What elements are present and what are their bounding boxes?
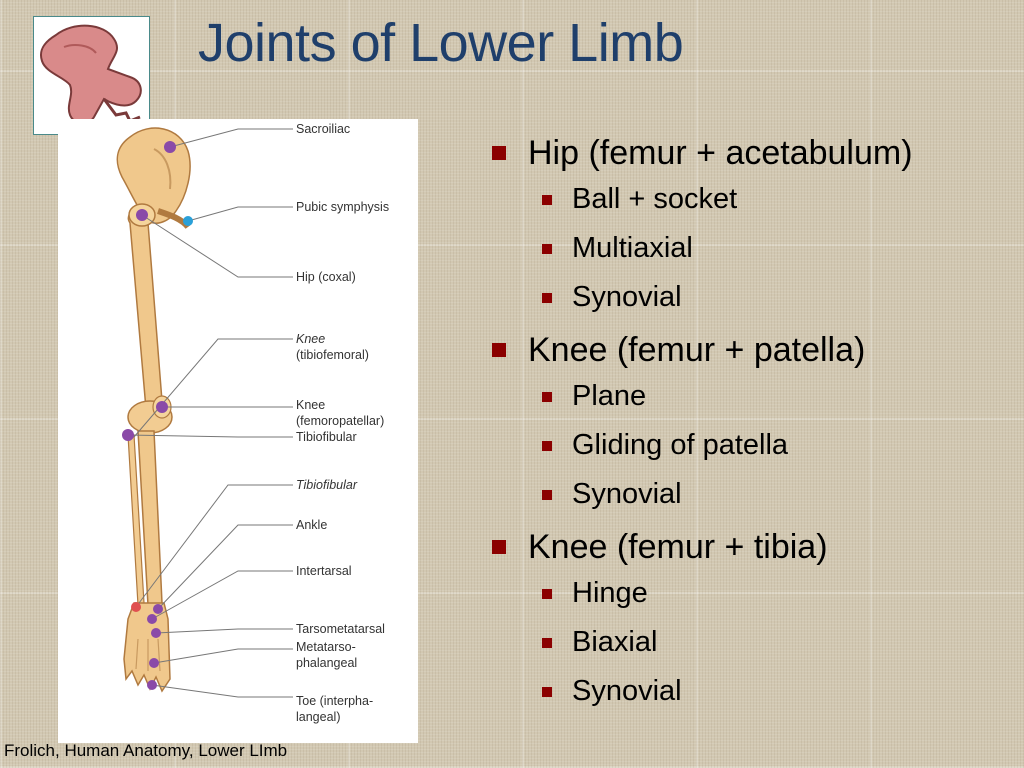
sub-bullet: Hinge <box>490 576 1010 610</box>
square-bullet-icon <box>542 638 552 648</box>
square-bullet-icon <box>492 343 506 357</box>
square-bullet-icon <box>542 195 552 205</box>
bullet-knee-tibia: Knee (femur + tibia) <box>490 526 1010 568</box>
sub-bullet: Plane <box>490 379 1010 413</box>
square-bullet-icon <box>542 244 552 254</box>
slide-title: Joints of Lower Limb <box>198 13 684 73</box>
square-bullet-icon <box>492 146 506 160</box>
sub-bullet-text: Synovial <box>572 281 682 313</box>
sub-bullet-text: Hinge <box>572 577 648 609</box>
joint-markers <box>122 141 193 690</box>
bullet-list: Hip (femur + acetabulum) Ball + socket M… <box>490 132 1010 723</box>
sub-bullet: Synovial <box>490 674 1010 708</box>
square-bullet-icon <box>492 540 506 554</box>
sub-bullet: Multiaxial <box>490 231 1010 265</box>
square-bullet-icon <box>542 589 552 599</box>
sub-bullet: Synovial <box>490 280 1010 314</box>
label-metatarsophalangeal: Metatarso- <box>296 640 356 654</box>
label-knee-tibiofemoral-line2: (tibiofemoral) <box>296 348 369 362</box>
square-bullet-icon <box>542 392 552 402</box>
sub-bullet: Synovial <box>490 477 1010 511</box>
bullet-text: Knee (femur + patella) <box>528 331 866 369</box>
label-knee-femoropatellar-line2: (femoropatellar) <box>296 414 384 428</box>
figure-caption: Frolich, Human Anatomy, Lower LImb <box>4 741 288 760</box>
sub-bullet: Biaxial <box>490 625 1010 659</box>
label-tarsometatarsal: Tarsometatarsal <box>296 622 385 636</box>
sub-bullet-text: Plane <box>572 380 647 412</box>
label-intertarsal: Intertarsal <box>296 564 352 578</box>
sub-bullet: Ball + socket <box>490 182 1010 216</box>
bullet-text: Knee (femur + tibia) <box>528 528 828 566</box>
lower-limb-joints-figure: Sacroiliac Pubic symphysis Hip (coxal) K… <box>58 119 418 743</box>
label-knee-tibiofemoral: Knee <box>296 332 325 346</box>
label-tibiofibular-proximal: Tibiofibular <box>296 430 357 444</box>
bullet-knee-patella: Knee (femur + patella) <box>490 329 1010 371</box>
logo-bone-icon <box>33 16 150 135</box>
bullet-hip: Hip (femur + acetabulum) <box>490 132 1010 174</box>
label-hip-coxal: Hip (coxal) <box>296 270 356 284</box>
sub-bullet-text: Synovial <box>572 478 682 510</box>
figure-labels: Sacroiliac Pubic symphysis Hip (coxal) K… <box>296 122 389 724</box>
label-tibiofibular-distal: Tibiofibular <box>296 478 358 492</box>
sub-bullet-text: Multiaxial <box>572 232 693 264</box>
skeleton-illustration <box>116 127 191 693</box>
label-ankle: Ankle <box>296 518 327 532</box>
label-toe-interphalangeal-line2: langeal) <box>296 710 340 724</box>
sub-bullet-text: Ball + socket <box>572 183 738 215</box>
label-pubic-symphysis: Pubic symphysis <box>296 200 389 214</box>
label-knee-femoropatellar: Knee <box>296 398 325 412</box>
bullet-text: Hip (femur + acetabulum) <box>528 134 913 172</box>
square-bullet-icon <box>542 293 552 303</box>
sub-bullet-text: Synovial <box>572 675 682 707</box>
label-toe-interphalangeal: Toe (interpha- <box>296 694 373 708</box>
sub-bullet-text: Gliding of patella <box>572 429 789 461</box>
sub-bullet: Gliding of patella <box>490 428 1010 462</box>
sub-bullet-text: Biaxial <box>572 626 658 658</box>
square-bullet-icon <box>542 441 552 451</box>
label-metatarsophalangeal-line2: phalangeal <box>296 656 357 670</box>
square-bullet-icon <box>542 490 552 500</box>
square-bullet-icon <box>542 687 552 697</box>
label-sacroiliac: Sacroiliac <box>296 122 350 136</box>
